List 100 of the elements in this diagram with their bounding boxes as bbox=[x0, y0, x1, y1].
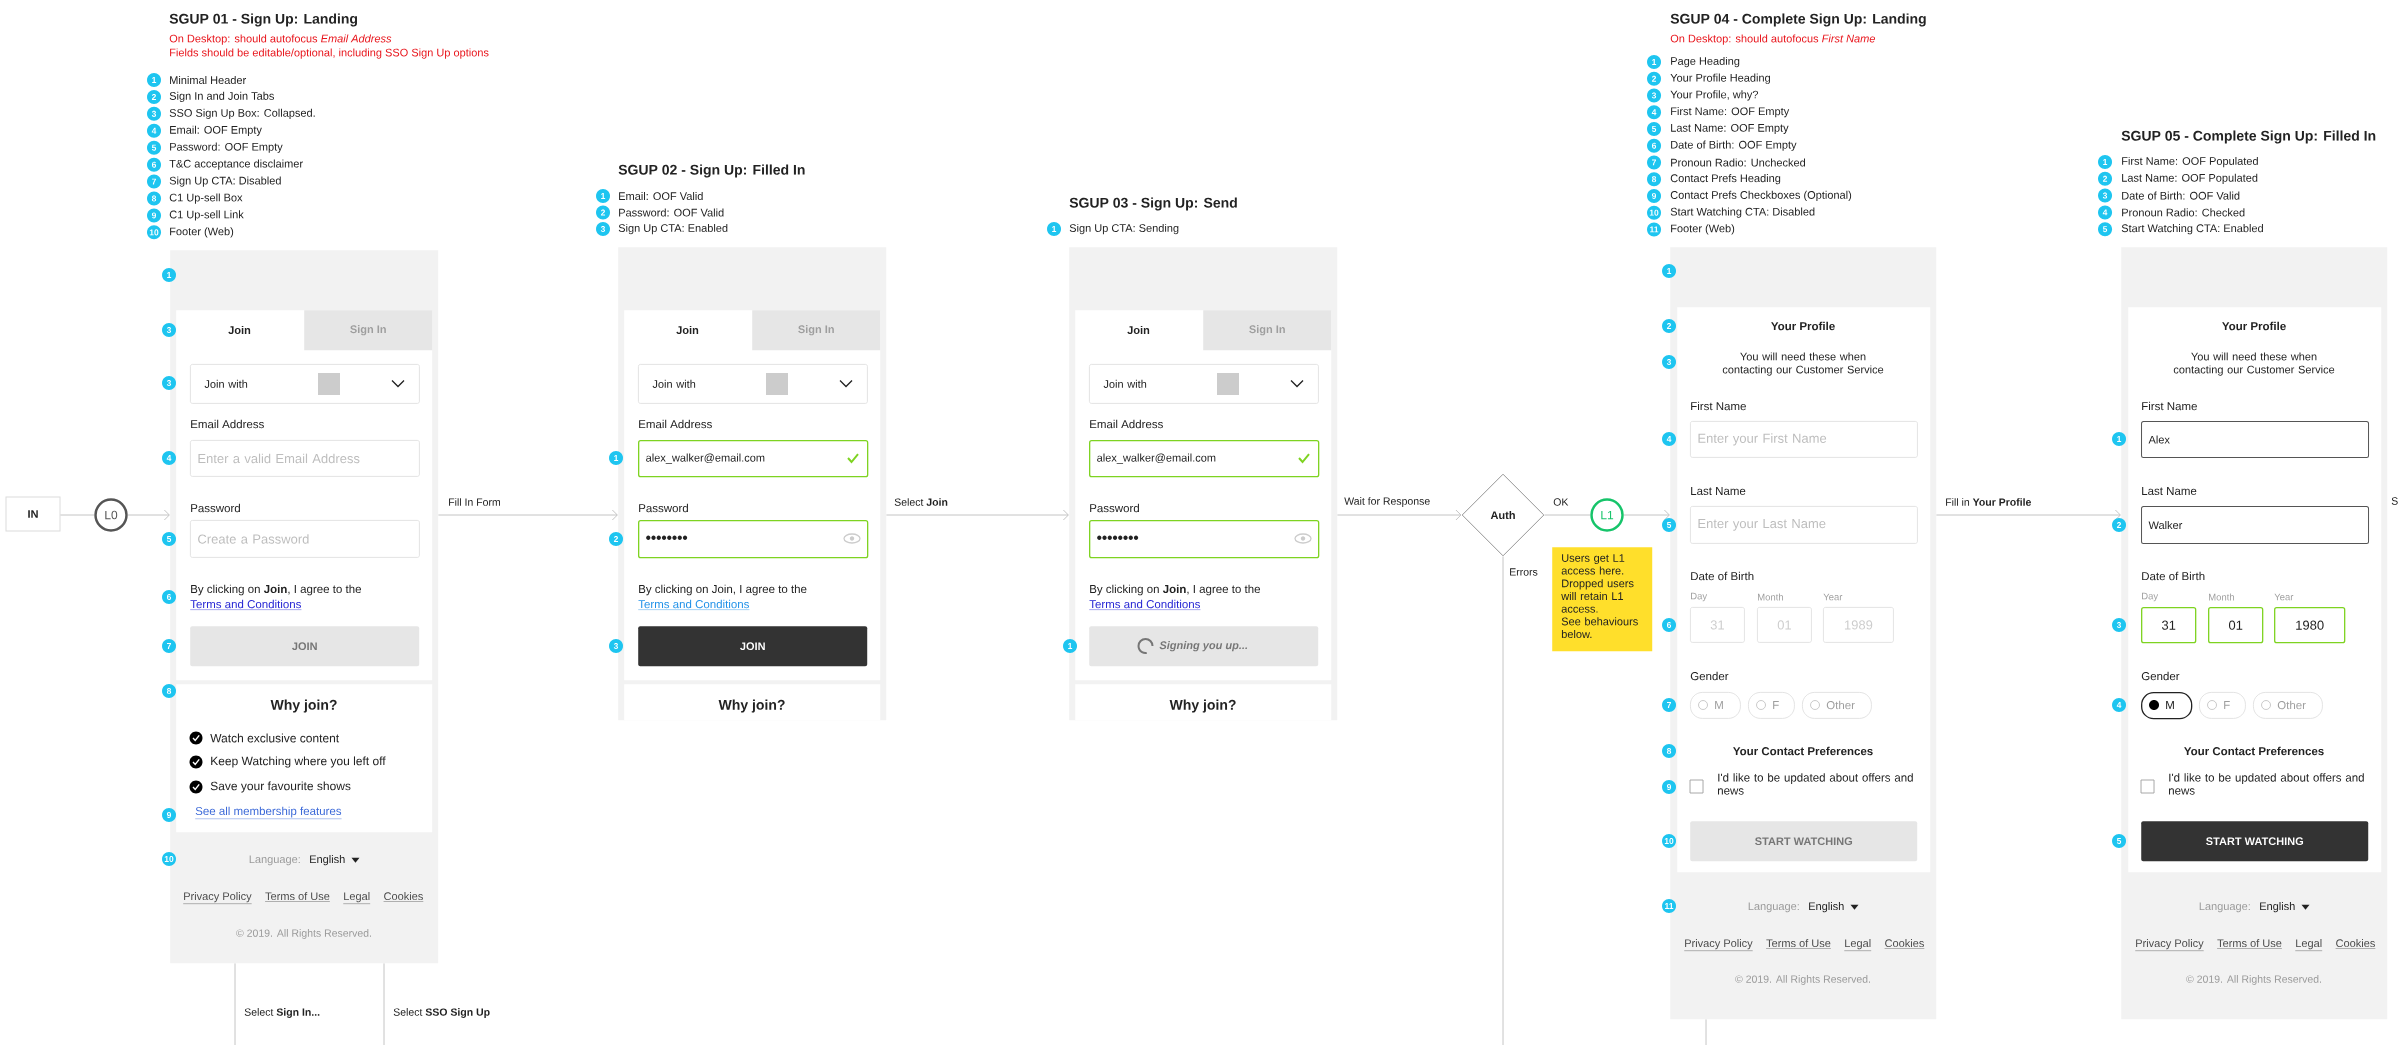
note-text: Your Profile Heading bbox=[1670, 73, 1770, 84]
input-field: alex_walker@email.com bbox=[1089, 440, 1320, 478]
tab-label: Join bbox=[228, 325, 251, 335]
callout-number: 4 bbox=[162, 451, 176, 465]
radio-option: Other bbox=[1802, 692, 1872, 719]
callout-number: 2 bbox=[2112, 518, 2127, 532]
callout-number: 8 bbox=[147, 191, 161, 206]
callout-number: 3 bbox=[1662, 355, 1676, 369]
note-text: Start Watching CTA: Disabled bbox=[1670, 207, 1815, 218]
date-field: 01 bbox=[2208, 607, 2264, 644]
date-field: 31 bbox=[2141, 607, 2197, 644]
footer-link: Privacy Policy bbox=[1684, 939, 1753, 951]
callout-number: 4 bbox=[2112, 698, 2127, 712]
callout-number: 4 bbox=[1647, 105, 1661, 120]
field-label: Password bbox=[1090, 503, 1139, 513]
callout-number: 2 bbox=[596, 205, 610, 220]
edge-label: Fill In Form bbox=[449, 498, 500, 506]
input-field: Enter a valid Email Address bbox=[190, 440, 420, 477]
note-text: Sign Up CTA: Disabled bbox=[169, 176, 281, 187]
button: Signing you up... bbox=[1089, 626, 1319, 667]
callout-number: 2 bbox=[1647, 71, 1661, 86]
screen-title: SGUP 02 - Sign Up: Filled In bbox=[618, 164, 805, 178]
callout-number: 4 bbox=[147, 123, 161, 138]
note-text: Minimal Header bbox=[170, 75, 247, 85]
start-box: IN bbox=[5, 496, 61, 532]
edge-label: Select Join bbox=[894, 498, 948, 506]
edge-label: Errors bbox=[1510, 568, 1538, 576]
language-label: Language: bbox=[1748, 902, 1799, 913]
date-field: 1980 bbox=[2274, 607, 2346, 644]
screen-title: SGUP 05 - Complete Sign Up: Filled In bbox=[2121, 130, 2376, 144]
note-text: Sign Up CTA: Sending bbox=[1069, 223, 1179, 235]
callout-number: 8 bbox=[162, 684, 176, 698]
callout-number: 5 bbox=[147, 140, 161, 155]
callout-number: 6 bbox=[1647, 138, 1661, 153]
field-label: Day bbox=[2142, 592, 2159, 602]
note-text: Pronoun Radio: Checked bbox=[2122, 208, 2245, 217]
link: Terms and Conditions bbox=[638, 599, 750, 610]
callout-number: 10 bbox=[1647, 205, 1661, 220]
callout-number: 5 bbox=[2098, 222, 2113, 237]
footer-link: Legal bbox=[343, 892, 371, 904]
list-item: Save your favourite shows bbox=[210, 781, 351, 793]
field-label: Email Address bbox=[639, 419, 712, 429]
callout-number: 4 bbox=[2098, 205, 2113, 220]
field-label: First Name bbox=[1691, 401, 1746, 411]
input-field: Create a Password bbox=[190, 520, 420, 558]
callout-number: 2 bbox=[2098, 171, 2113, 186]
callout-number: 7 bbox=[147, 174, 161, 189]
button: JOIN bbox=[190, 626, 420, 667]
callout-number: 2 bbox=[147, 89, 161, 104]
callout-number: 1 bbox=[1647, 55, 1661, 69]
screen-title: SGUP 01 - Sign Up: Landing bbox=[169, 13, 357, 27]
callout-number: 3 bbox=[2112, 618, 2127, 632]
callout-number: 7 bbox=[162, 639, 176, 653]
callout-number: 10 bbox=[1662, 834, 1676, 848]
note-text: Footer (Web) bbox=[170, 227, 234, 238]
footer-link: Legal bbox=[1844, 939, 1872, 951]
callout-number: 10 bbox=[162, 852, 176, 866]
callout-number: 7 bbox=[1662, 698, 1676, 712]
tab: Sign In bbox=[752, 310, 881, 351]
arrow bbox=[437, 509, 618, 521]
screen-title: SGUP 04 - Complete Sign Up: Landing bbox=[1670, 13, 1926, 27]
note-text: Email: OOF Valid bbox=[619, 191, 703, 201]
callout-number: 11 bbox=[1662, 899, 1676, 913]
callout-number: 11 bbox=[1647, 222, 1661, 237]
callout-number: 9 bbox=[1647, 188, 1661, 203]
input-field: •••••••• bbox=[1089, 520, 1320, 559]
footer-link: Terms of Use bbox=[264, 892, 331, 902]
checkbox-label: I'd like to be updated about offers and news bbox=[1718, 773, 1913, 795]
input-field: alex_walker@email.com bbox=[638, 440, 869, 478]
edge-label: Wait for Response bbox=[1344, 497, 1430, 507]
field-label: Email Address bbox=[191, 419, 264, 429]
footer-link: Cookies bbox=[2335, 939, 2376, 949]
input-field: Walker bbox=[2141, 506, 2370, 544]
callout-number: 1 bbox=[1047, 222, 1061, 236]
callout-number: 9 bbox=[147, 208, 161, 223]
callout-number: 10 bbox=[147, 225, 161, 240]
callout-number: 1 bbox=[147, 73, 161, 87]
list-item: Watch exclusive content bbox=[210, 733, 340, 743]
callout-number: 1 bbox=[2112, 432, 2127, 446]
callout-number: 2 bbox=[609, 532, 623, 546]
note-text: First Name: OOF Populated bbox=[2122, 156, 2258, 168]
edge-label: Select Sign In... bbox=[244, 1008, 320, 1018]
note-text: Date of Birth: OOF Valid bbox=[2122, 191, 2240, 200]
section-heading: Your Profile bbox=[1771, 321, 1835, 331]
callout-number: 6 bbox=[147, 157, 161, 172]
section-heading: Your Contact Preferences bbox=[2184, 746, 2324, 756]
link: Terms and Conditions bbox=[190, 599, 302, 610]
note-text: Email: OOF Empty bbox=[170, 125, 262, 136]
callout-number: 5 bbox=[1662, 518, 1676, 532]
disclaimer-text: By clicking on Join, I agree to the bbox=[191, 584, 361, 596]
footer-link: Terms of Use bbox=[1765, 939, 1832, 949]
section-heading: Your Profile bbox=[2222, 321, 2286, 331]
screen-title: SGUP 03 - Sign Up: Send bbox=[1069, 197, 1237, 211]
note-text: Footer (Web) bbox=[1671, 224, 1735, 235]
section-heading: Your Contact Preferences bbox=[1733, 746, 1873, 756]
field-label: Month bbox=[1758, 593, 1783, 601]
field-label: Day bbox=[1691, 592, 1708, 602]
callout-number: 1 bbox=[2098, 155, 2113, 169]
input-field: Enter your Last Name bbox=[1690, 506, 1918, 544]
disclaimer-text: By clicking on Join, I agree to the bbox=[1090, 584, 1260, 596]
